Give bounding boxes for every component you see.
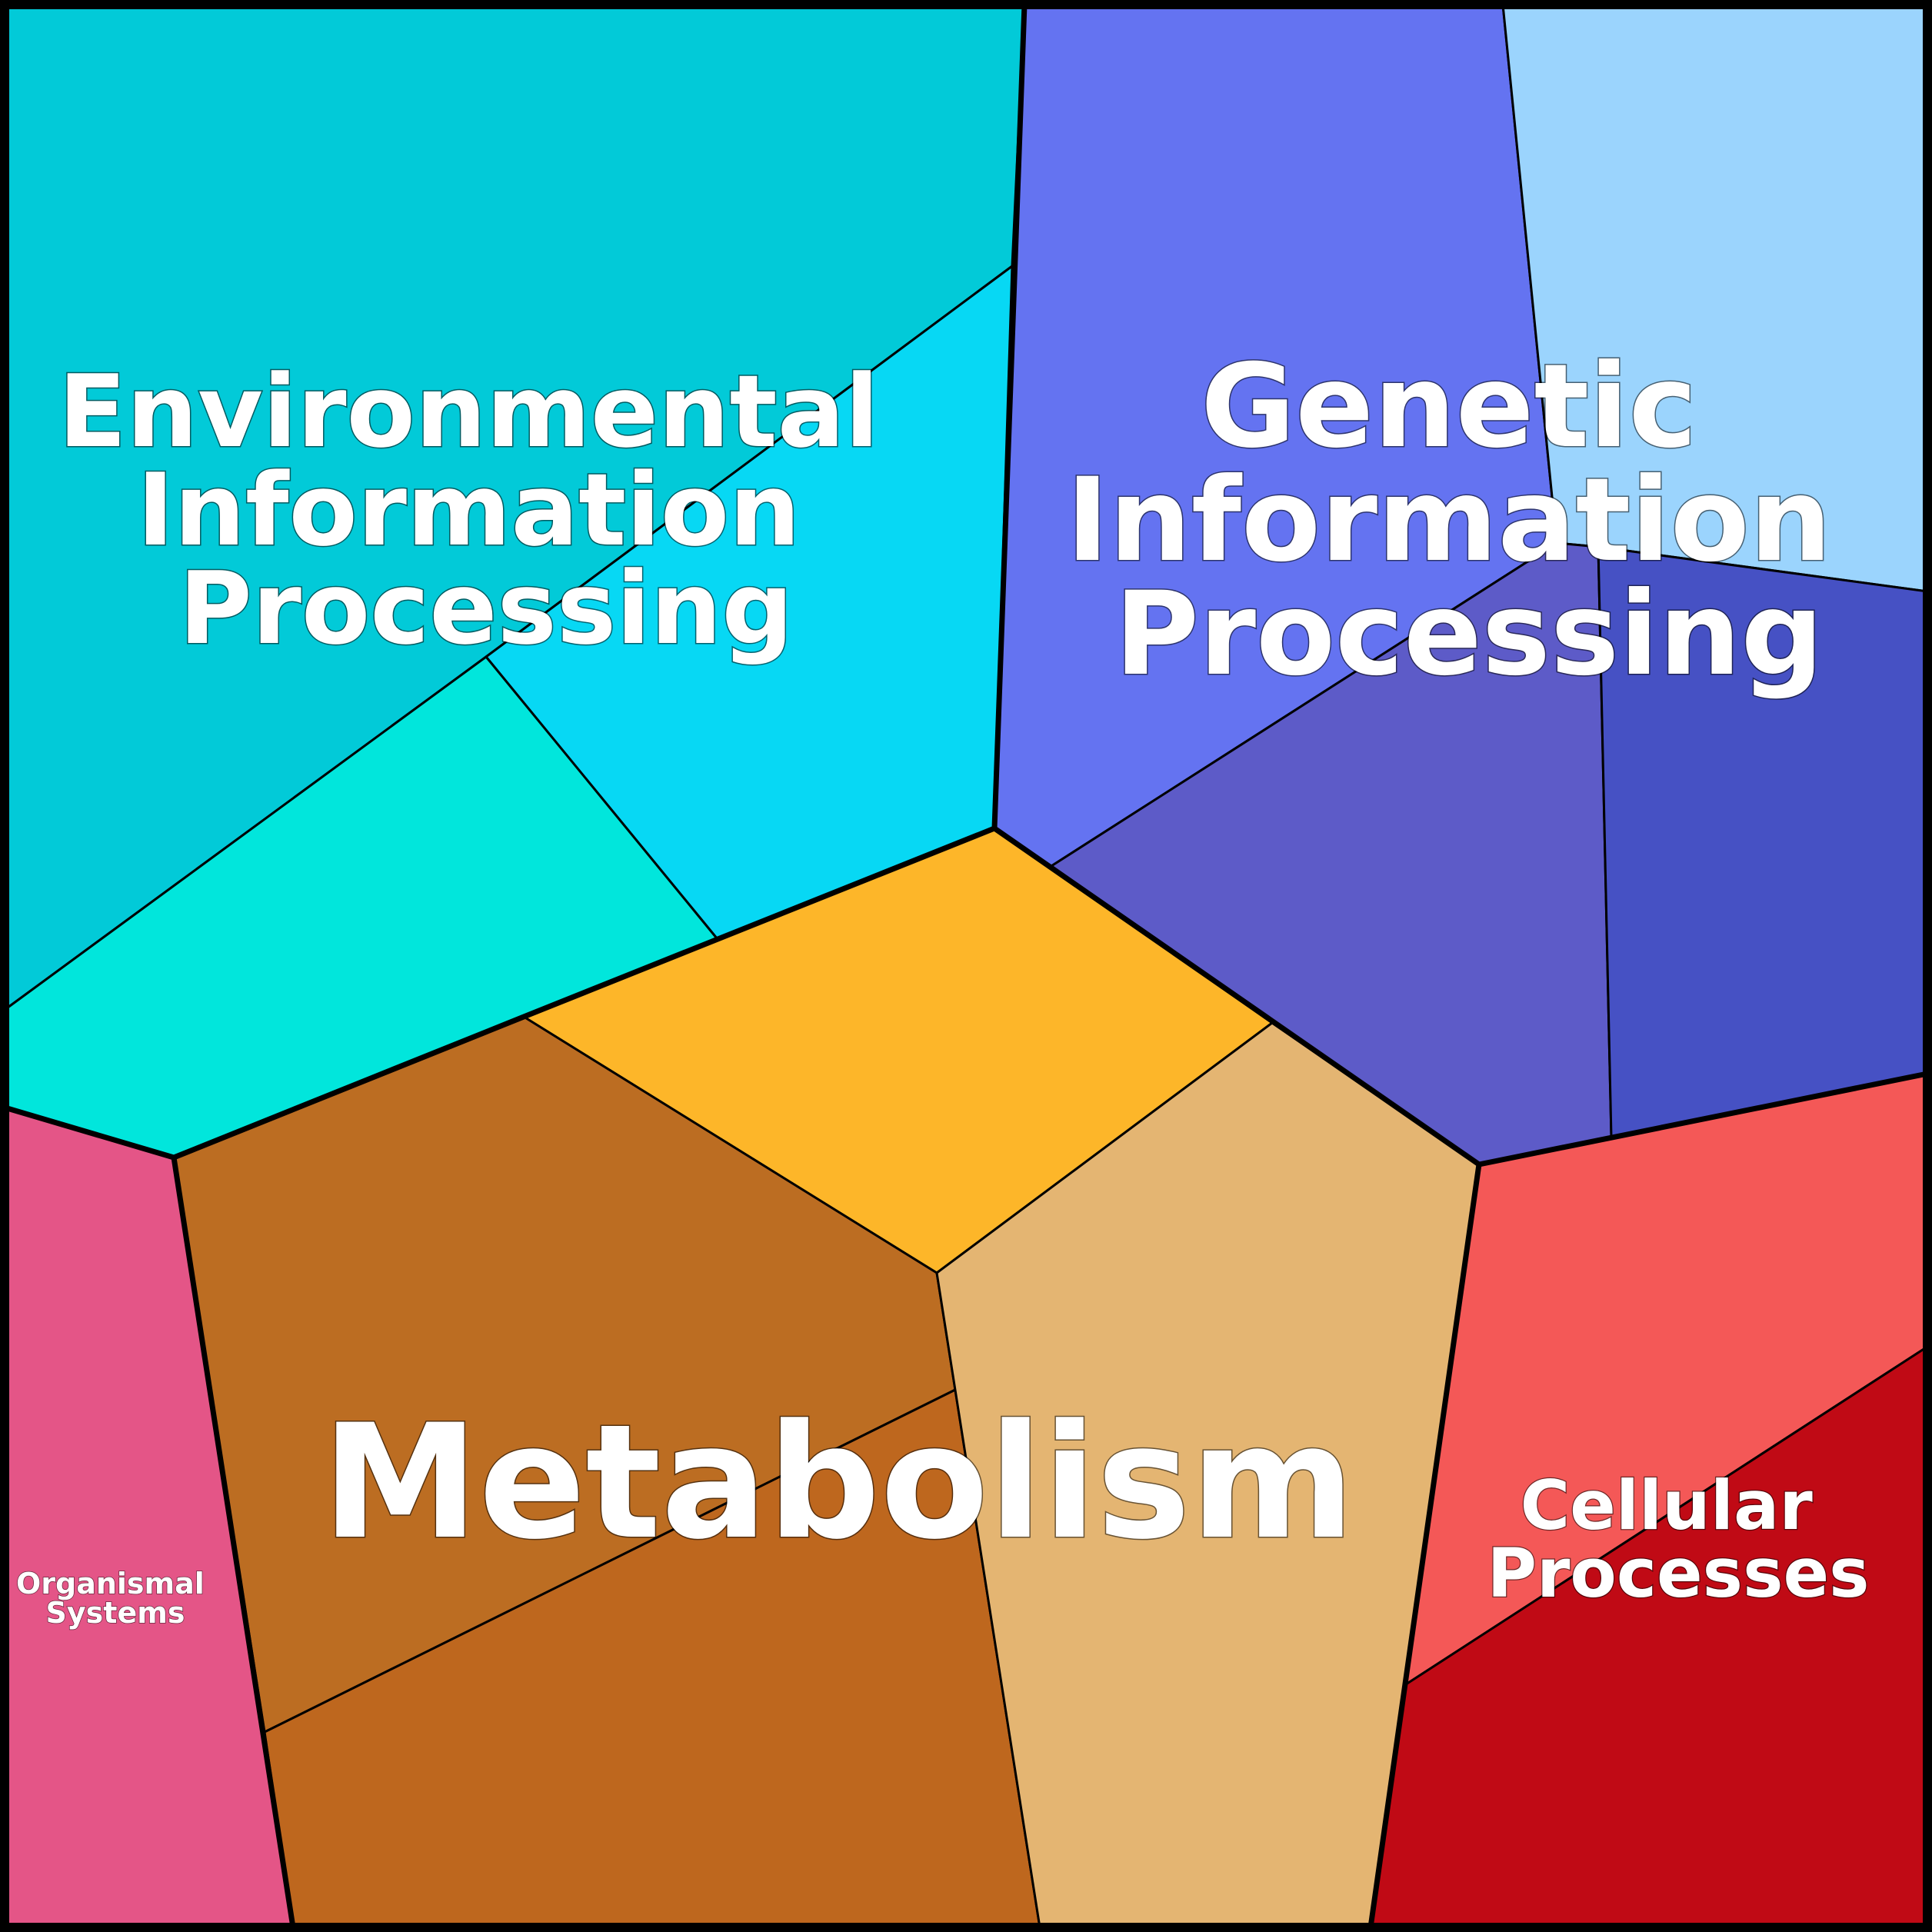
- border-environmental-metabolism: [4, 825, 996, 1161]
- genetic-label-line-2: Information: [1066, 454, 1831, 588]
- cellular-label-line-2: Processes: [1487, 1534, 1869, 1613]
- genetic-label-line-1: Genetic: [1201, 340, 1697, 474]
- environmental-label-line-3: Processing: [179, 550, 794, 667]
- border-environmental-genetic: [991, 4, 1028, 829]
- environmental-information-processing-group: [3, 3, 1026, 1159]
- organismal-label-line-2: Systems: [46, 1596, 185, 1630]
- cellular-label: Cellular Processes: [1487, 1466, 1869, 1613]
- genetic-label-line-3: Processing: [1114, 568, 1824, 701]
- environmental-label-line-2: Information: [137, 451, 801, 568]
- border-organismal-metabolism: [171, 1157, 296, 1928]
- environmental-label: Environmental Information Processing: [58, 353, 914, 667]
- metabolism-label-line-1: Metabolism: [321, 1391, 1354, 1574]
- genetic-information-processing-group: [993, 3, 1929, 1166]
- organismal-label-line-1: Organismal: [16, 1567, 205, 1601]
- metabolism-label: Metabolism: [321, 1391, 1354, 1574]
- genetic-label: Genetic Information Processing: [1066, 340, 1872, 701]
- border-metabolism-cellular: [1367, 1164, 1482, 1928]
- organismal-label: Organismal Systems: [16, 1567, 215, 1630]
- environmental-label-line-1: Environmental: [58, 353, 879, 470]
- cellular-label-line-1: Cellular: [1521, 1466, 1814, 1545]
